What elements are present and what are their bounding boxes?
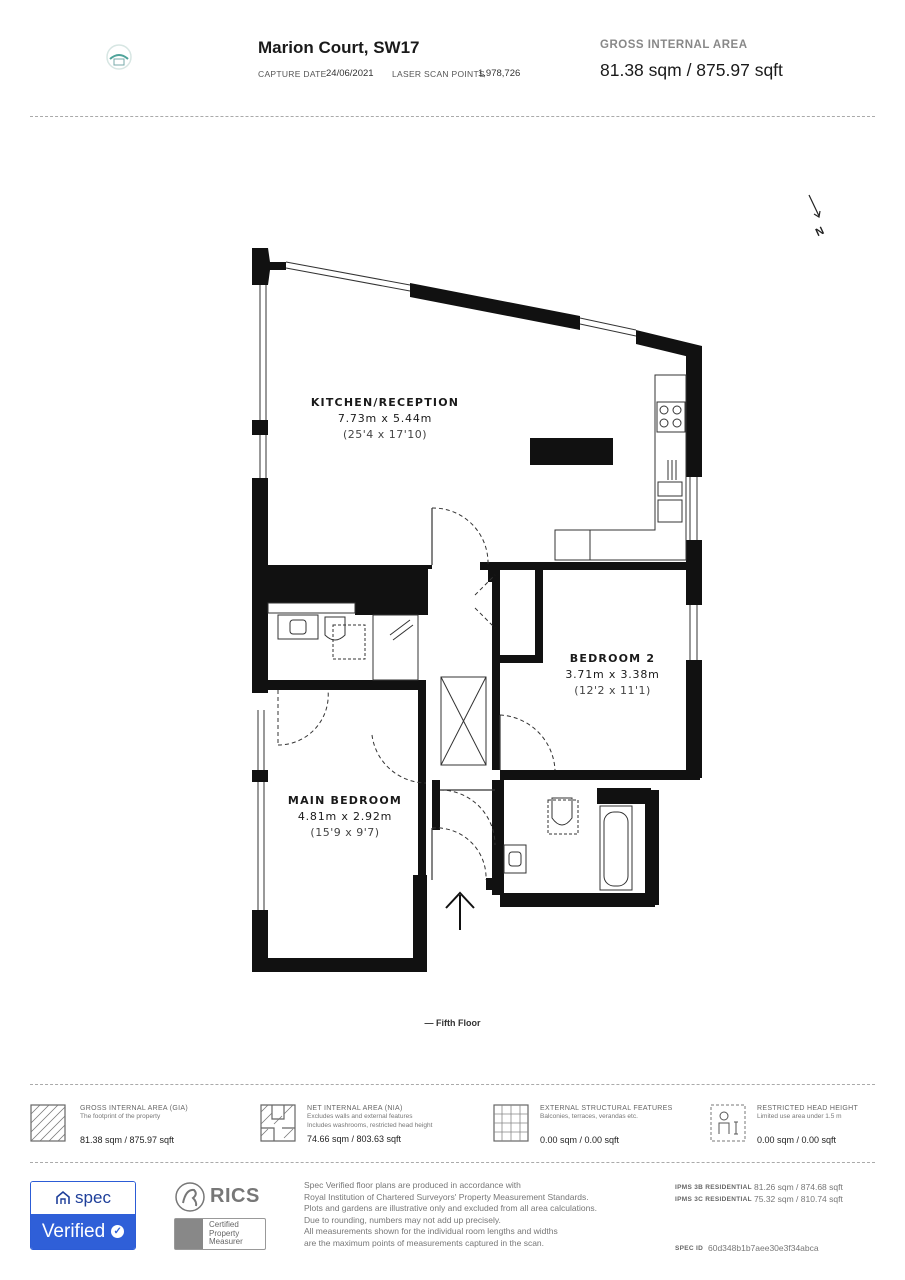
property-title: Marion Court, SW17	[258, 38, 420, 57]
ipms3b-label: IPMS 3B RESIDENTIAL	[675, 1184, 752, 1191]
door-leaves	[431, 508, 501, 880]
legend-divider-bottom	[30, 1162, 875, 1163]
legend-sub: Excludes walls and external features	[307, 1113, 413, 1120]
legend-sub: Includes washrooms, restricted head heig…	[307, 1121, 433, 1129]
room-name: BEDROOM 2	[569, 652, 656, 665]
spec-verified-badge: spec Verified ✓	[30, 1181, 136, 1250]
ensuite-fixtures	[267, 602, 419, 681]
room-dims: 3.71m x 3.38m	[565, 668, 660, 681]
legend-value: 81.38 sqm / 875.97 sqft	[80, 1134, 175, 1145]
legend-title: GROSS INTERNAL AREA (GIA)	[80, 1105, 188, 1112]
legend-value: 74.66 sqm / 803.63 sqft	[307, 1134, 402, 1144]
legend-title: NET INTERNAL AREA (NIA)	[307, 1105, 403, 1112]
legend-value: 0.00 sqm / 0.00 sqft	[757, 1134, 837, 1145]
verified-label: Verified	[41, 1220, 106, 1242]
room-name: KITCHEN/RECEPTION	[310, 396, 460, 409]
bathroom-fixtures	[503, 797, 633, 891]
room-dims-imperial: (25'4 x 17'10)	[342, 428, 428, 441]
certified-line: Measurer	[209, 1237, 243, 1247]
doors	[277, 507, 556, 881]
kitchen-units	[554, 374, 687, 561]
disclaimer-line: Royal Institution of Chartered Surveyors…	[304, 1191, 589, 1202]
kitchen-island	[530, 438, 613, 465]
gia-hatch-icon	[30, 1104, 66, 1142]
disclaimer-line: Plots and gardens are illustrative only …	[304, 1203, 597, 1214]
nia-hatch-icon	[260, 1104, 296, 1142]
room-dims-imperial: (15'9 x 9'7)	[310, 826, 380, 839]
rics-crest-icon	[175, 1182, 205, 1212]
room-dims: 4.81m x 2.92m	[297, 810, 393, 823]
legend-sub: Limited use area under 1.5 m	[757, 1113, 842, 1120]
legend-sub: Balconies, terraces, verandas etc.	[540, 1113, 638, 1120]
legend-gia: GROSS INTERNAL AREA (GIA) The footprint …	[80, 1104, 188, 1145]
spec-logo-icon	[56, 1190, 70, 1204]
gia-header-label: GROSS INTERNAL AREA	[600, 39, 748, 51]
windows	[257, 261, 698, 910]
certified-line: Certified	[209, 1220, 239, 1229]
spec-id-label: SPEC ID	[675, 1245, 704, 1252]
legend-title: RESTRICTED HEAD HEIGHT	[757, 1105, 859, 1112]
legend-divider-top	[30, 1084, 875, 1085]
legend-sub: The footprint of the property	[80, 1113, 161, 1120]
scan-points-label: LASER SCAN POINTS	[392, 69, 485, 79]
disclaimer-line: Due to rounding, numbers may not add up …	[304, 1214, 501, 1225]
scan-points: 1,978,726	[478, 68, 521, 79]
head-height-icon	[710, 1104, 746, 1142]
disclaimer-line: Spec Verified floor plans are produced i…	[304, 1180, 521, 1190]
legend-external-features: EXTERNAL STRUCTURAL FEATURES Balconies, …	[540, 1104, 673, 1145]
legend-nia: NET INTERNAL AREA (NIA) Excludes walls a…	[307, 1104, 432, 1144]
room-main-bedroom: MAIN BEDROOM 4.81m x 2.92m (15'9 x 9'7)	[270, 794, 420, 839]
capture-date: 24/06/2021	[326, 68, 374, 79]
legend-value: 0.00 sqm / 0.00 sqft	[540, 1134, 620, 1145]
room-dims: 7.73m x 5.44m	[337, 412, 433, 425]
certified-line: Property	[209, 1228, 240, 1238]
room-name: MAIN BEDROOM	[287, 794, 403, 807]
grid-icon	[493, 1104, 529, 1142]
spec-id: 60d348b1b7aee30e3f34abca	[708, 1243, 819, 1253]
disclaimer: Spec Verified floor plans are produced i…	[304, 1180, 654, 1250]
house-logo-icon	[106, 44, 132, 70]
gia-header-value: 81.38 sqm / 875.97 sqft	[600, 60, 783, 80]
rics-label: RICS	[210, 1185, 260, 1207]
rics-mini-icon	[175, 1219, 203, 1249]
legend-title: EXTERNAL STRUCTURAL FEATURES	[540, 1105, 673, 1112]
ipms3c-value: 75.32 sqm / 810.74 sqft	[754, 1194, 843, 1204]
exterior-walls	[252, 248, 702, 972]
room-bedroom-2: BEDROOM 2 3.71m x 3.38m (12'2 x 11'1)	[540, 652, 685, 697]
cupboard	[440, 676, 487, 766]
certified-measurer-badge: Certified Property Measurer	[174, 1218, 266, 1250]
interior-walls	[268, 562, 690, 895]
floor-label: — Fifth Floor	[424, 1018, 481, 1028]
capture-date-label: CAPTURE DATE	[258, 69, 327, 79]
room-kitchen-reception: KITCHEN/RECEPTION 7.73m x 5.44m (25'4 x …	[300, 396, 470, 441]
legend-restricted-head-height: RESTRICTED HEAD HEIGHT Limited use area …	[757, 1104, 858, 1145]
entrance-arrow-icon	[445, 891, 475, 930]
check-icon: ✓	[111, 1225, 125, 1238]
disclaimer-line: All measurements shown for the individua…	[304, 1226, 558, 1237]
header-divider	[30, 116, 875, 117]
north-arrow-icon	[808, 194, 821, 218]
disclaimer-line: are the maximum points of measurements c…	[304, 1237, 545, 1248]
ipms3c-label: IPMS 3C RESIDENTIAL	[675, 1196, 752, 1203]
spec-label: spec	[75, 1188, 111, 1207]
ipms3b-value: 81.26 sqm / 874.68 sqft	[754, 1182, 843, 1192]
room-dims-imperial: (12'2 x 11'1)	[574, 684, 651, 697]
